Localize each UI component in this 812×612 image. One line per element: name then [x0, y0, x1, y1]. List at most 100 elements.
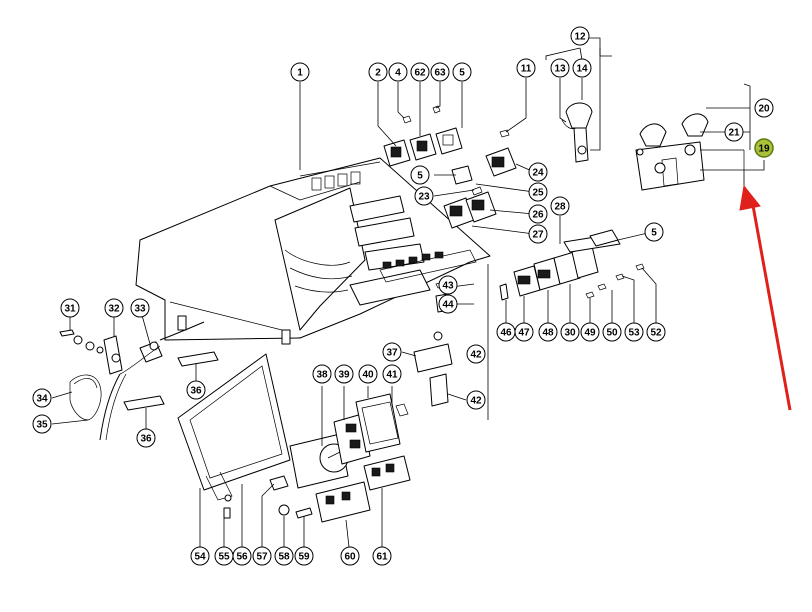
callout-23: 23	[414, 186, 434, 206]
callout-label: 48	[542, 328, 554, 339]
callout-label: 36	[190, 386, 202, 397]
callout-36: 36	[136, 428, 156, 448]
callout-57: 57	[252, 546, 272, 566]
callout-36: 36	[186, 380, 206, 400]
callout-label: 53	[628, 328, 640, 339]
callout-label: 55	[218, 552, 230, 563]
callout-label: 38	[316, 370, 328, 381]
callout-55: 55	[214, 546, 234, 566]
small-fasteners	[223, 475, 313, 519]
callout-label: 20	[758, 104, 770, 115]
callout-label: 41	[386, 370, 398, 381]
callout-label: 25	[532, 188, 544, 199]
callout-label: 40	[362, 370, 374, 381]
instrument-cluster	[289, 331, 453, 523]
callout-label: 5	[651, 228, 657, 239]
callout-5: 5	[410, 165, 430, 185]
callout-25: 25	[528, 182, 548, 202]
callout-14: 14	[572, 58, 592, 78]
callout-52: 52	[646, 322, 666, 342]
callout-60: 60	[340, 546, 360, 566]
callout-28: 28	[550, 196, 570, 216]
callout-label: 58	[278, 552, 290, 563]
callout-label: 61	[376, 552, 388, 563]
callout-46: 46	[496, 322, 516, 342]
callout-50: 50	[602, 322, 622, 342]
callout-35: 35	[32, 414, 52, 434]
callout-label: 52	[650, 328, 662, 339]
callout-40: 40	[358, 364, 378, 384]
callout-label: 37	[386, 348, 398, 359]
callout-38: 38	[312, 364, 332, 384]
rocker-switches-center	[443, 147, 517, 229]
callout-label: 5	[459, 68, 465, 79]
strips	[123, 351, 219, 411]
callout-63: 63	[430, 62, 450, 82]
callout-label: 50	[606, 328, 618, 339]
callout-30: 30	[560, 322, 580, 342]
callout-41: 41	[382, 364, 402, 384]
callout-label: 5	[417, 171, 423, 182]
callout-11: 11	[516, 58, 536, 78]
callout-43: 43	[438, 275, 458, 295]
callout-32: 32	[104, 298, 124, 318]
callout-label: 1	[297, 68, 303, 79]
callout-47: 47	[514, 322, 534, 342]
callout-27: 27	[528, 224, 548, 244]
callout-54: 54	[190, 546, 210, 566]
callout-label: 42	[470, 396, 482, 407]
callout-33: 33	[130, 298, 150, 318]
top-switch-group	[383, 105, 510, 167]
callout-44: 44	[438, 294, 458, 314]
callout-39: 39	[334, 364, 354, 384]
callout-62: 62	[410, 62, 430, 82]
callout-label: 63	[434, 68, 446, 79]
callout-label: 59	[298, 552, 310, 563]
callout-label: 11	[521, 64, 532, 75]
callout-48: 48	[538, 322, 558, 342]
callout-34: 34	[32, 388, 52, 408]
callout-label: 4	[395, 68, 401, 79]
callout-label: 35	[36, 420, 48, 431]
callout-label: 49	[584, 328, 596, 339]
callout-label: 27	[532, 230, 544, 241]
callout-56: 56	[232, 546, 252, 566]
callout-label: 60	[344, 552, 356, 563]
callout-58: 58	[274, 546, 294, 566]
left-mount-hardware	[59, 321, 205, 441]
callout-label: 24	[532, 168, 544, 179]
callout-label: 42	[470, 350, 482, 361]
callout-49: 49	[580, 322, 600, 342]
instrument-bezel	[177, 353, 291, 501]
callout-label: 2	[375, 68, 381, 79]
red-pointer-arrow-icon	[739, 184, 792, 411]
callout-59: 59	[294, 546, 314, 566]
callout-label: 56	[236, 552, 248, 563]
callout-4: 4	[388, 62, 408, 82]
callout-label: 33	[134, 304, 146, 315]
callout-20: 20	[754, 98, 774, 118]
switch-row-right	[499, 229, 645, 301]
callout-label: 21	[728, 128, 740, 139]
callout-label: 39	[338, 370, 350, 381]
callout-label: 46	[500, 328, 512, 339]
callout-24: 24	[528, 162, 548, 182]
callout-42: 42	[466, 344, 486, 364]
callout-label: 62	[414, 68, 426, 79]
callout-13: 13	[550, 58, 570, 78]
callout-label: 54	[194, 552, 206, 563]
callout-19: 19	[754, 138, 774, 158]
callout-5: 5	[644, 222, 664, 242]
callout-26: 26	[528, 204, 548, 224]
callout-1: 1	[290, 62, 310, 82]
callout-31: 31	[60, 298, 80, 318]
upper-right-assembly	[561, 102, 745, 191]
callout-12: 12	[570, 26, 590, 46]
callout-42: 42	[466, 390, 486, 410]
callout-label: 28	[554, 202, 566, 213]
callout-5: 5	[452, 62, 472, 82]
callout-label: 43	[442, 281, 454, 292]
